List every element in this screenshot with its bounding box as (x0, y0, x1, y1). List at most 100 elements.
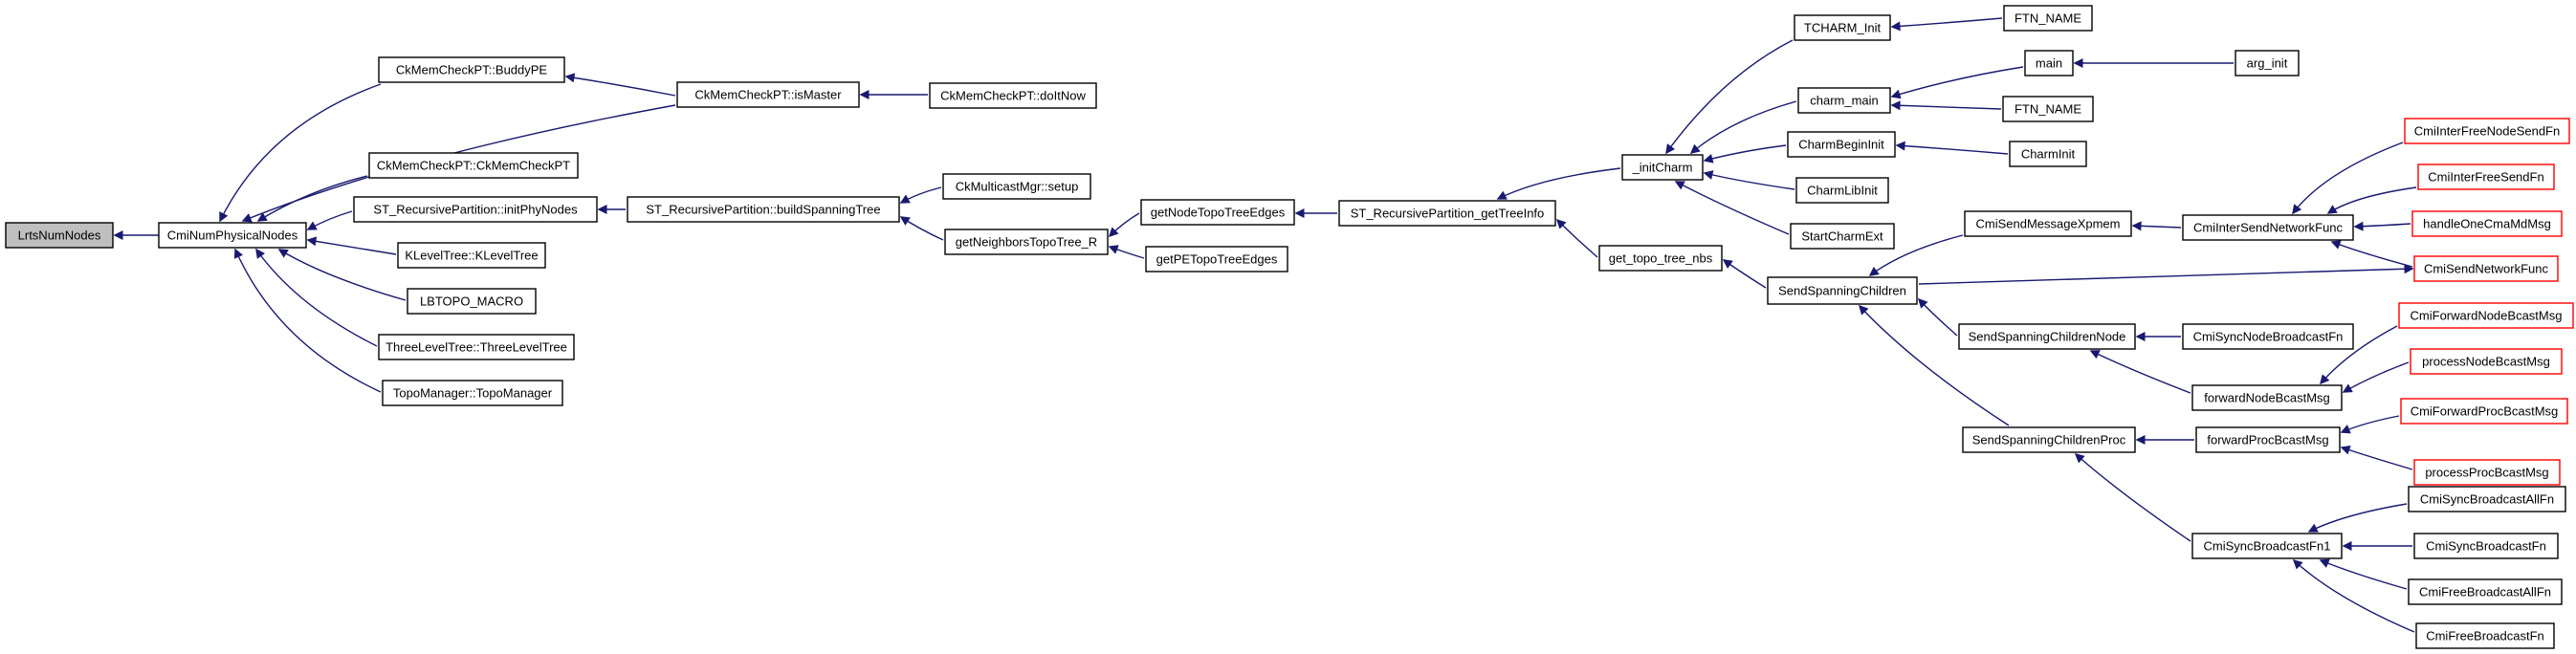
node-get-pe-topo-tree-edges[interactable]: getPETopoTreeEdges (1145, 246, 1288, 272)
node-cmi-send-message-xpmem[interactable]: CmiSendMessageXpmem (1964, 210, 2132, 237)
node-label: CmiFreeBroadcastFn (2426, 629, 2544, 643)
edge-get-neighbors-topo-tree-r-to-build-spanning-tree (899, 216, 944, 241)
node-tcharm-init[interactable]: TCHARM_Init (1794, 14, 1891, 41)
edge-charm-begin-init-to-init-charm (1703, 144, 1787, 164)
node-box (2191, 533, 2343, 559)
node-label: getNodeTopoTreeEdges (1151, 206, 1286, 220)
node-cmi-sync-broadcast-all-fn[interactable]: CmiSyncBroadcastAllFn (2408, 486, 2566, 512)
node-box (1767, 276, 1918, 305)
node-do-it-now[interactable]: CkMemCheckPT::doItNow (929, 82, 1097, 109)
node-ftn-name-2[interactable]: FTN_NAME (2002, 96, 2094, 122)
node-box (1140, 199, 1295, 226)
node-cmi-inter-free-send-fn[interactable]: CmiInterFreeSendFn (2417, 164, 2555, 190)
node-label: KLevelTree::KLevelTree (405, 249, 538, 263)
node-get-tree-info[interactable]: ST_RecursivePartition_getTreeInfo (1338, 200, 1556, 227)
edge-cmi-sync-broadcast-fn1-to-send-spanning-children-proc (2074, 453, 2191, 542)
node-box (158, 222, 307, 249)
edge-cmi-send-network-func-to-cmi-inter-send-network-func (2330, 240, 2413, 268)
node-get-node-topo-tree-edges[interactable]: getNodeTopoTreeEdges (1140, 199, 1295, 226)
node-box (1790, 223, 1895, 250)
node-label: FTN_NAME (2015, 11, 2081, 26)
node-label: ST_RecursivePartition::initPhyNodes (373, 203, 578, 217)
node-box (2410, 348, 2563, 375)
node-label: getNeighborsTopoTree_R (956, 235, 1097, 250)
node-label: arg_init (2247, 56, 2288, 71)
node-box (2408, 486, 2566, 512)
node-forward-node-bcast-msg[interactable]: forwardNodeBcastMsg (2191, 384, 2343, 411)
node-box (2182, 214, 2354, 241)
node-cmi-num-physical-nodes[interactable]: CmiNumPhysicalNodes (158, 222, 307, 249)
node-topo-manager[interactable]: TopoManager::TopoManager (382, 380, 563, 406)
edge-ck-mem-check-pt-to-cmi-num-physical-nodes (256, 175, 368, 222)
node-label: CmiSyncBroadcastAllFn (2420, 492, 2554, 507)
node-cmi-forward-node-bcast-msg[interactable]: CmiForwardNodeBcastMsg (2398, 302, 2574, 329)
node-init-phy-nodes[interactable]: ST_RecursivePartition::initPhyNodes (353, 196, 598, 223)
node-is-master[interactable]: CkMemCheckPT::isMaster (676, 81, 860, 108)
node-box (1794, 14, 1891, 41)
node-lrts-num-nodes[interactable]: LrtsNumNodes (5, 222, 114, 249)
node-process-node-bcast-msg[interactable]: processNodeBcastMsg (2410, 348, 2563, 375)
node-box (1958, 323, 2136, 350)
node-cmi-sync-broadcast-fn[interactable]: CmiSyncBroadcastFn (2413, 533, 2559, 559)
node-cmi-sync-node-broadcast-fn[interactable]: CmiSyncNodeBroadcastFn (2182, 323, 2354, 350)
node-charm-main[interactable]: charm_main (1797, 87, 1891, 114)
edge-cmi-inter-free-send-fn-to-cmi-inter-send-network-func (2326, 186, 2417, 214)
node-label: getPETopoTreeEdges (1156, 252, 1278, 267)
node-get-topo-tree-nbs[interactable]: get_topo_tree_nbs (1598, 245, 1723, 272)
node-cmi-inter-free-node-send-fn[interactable]: CmiInterFreeNodeSendFn (2404, 118, 2570, 144)
node-box (397, 242, 546, 269)
node-send-spanning-children[interactable]: SendSpanningChildren (1767, 276, 1918, 305)
node-send-spanning-children-node[interactable]: SendSpanningChildrenNode (1958, 323, 2136, 350)
node-send-spanning-children-proc[interactable]: SendSpanningChildrenProc (1962, 426, 2136, 453)
edge-ftn-name-2-to-charm-main (1890, 100, 2002, 111)
node-main[interactable]: main (2024, 50, 2074, 76)
node-label: forwardProcBcastMsg (2207, 433, 2328, 447)
node-label: LrtsNumNodes (18, 229, 101, 243)
node-cmi-send-network-func[interactable]: CmiSendNetworkFunc (2413, 255, 2559, 282)
node-label: StartCharmExt (1801, 229, 1883, 244)
node-ck-mem-check-pt[interactable]: CkMemCheckPT::CkMemCheckPT (368, 152, 579, 179)
node-start-charm-ext[interactable]: StartCharmExt (1790, 223, 1895, 250)
node-label: CmiInterFreeSendFn (2428, 170, 2543, 185)
node-ftn-name-1[interactable]: FTN_NAME (2003, 5, 2093, 32)
edge-ftn-name-1-to-tcharm-init (1890, 17, 2003, 32)
node-box (378, 334, 575, 360)
node-process-proc-bcast-msg[interactable]: processProcBcastMsg (2413, 459, 2561, 486)
node-cmi-free-broadcast-fn[interactable]: CmiFreeBroadcastFn (2415, 622, 2555, 649)
node-charm-lib-init[interactable]: CharmLibInit (1795, 177, 1889, 204)
node-box (2411, 210, 2563, 237)
node-forward-proc-bcast-msg[interactable]: forwardProcBcastMsg (2195, 426, 2341, 453)
node-box (1338, 200, 1556, 227)
node-cmi-inter-send-network-func[interactable]: CmiInterSendNetworkFunc (2182, 214, 2354, 241)
node-box (1598, 245, 1723, 272)
node-k-level-tree[interactable]: KLevelTree::KLevelTree (397, 242, 546, 269)
node-label: CmiSyncNodeBroadcastFn (2193, 330, 2344, 344)
node-arg-init[interactable]: arg_init (2235, 50, 2300, 76)
edge-cmi-inter-send-network-func-to-cmi-send-message-xpmem (2131, 221, 2182, 231)
node-cmi-forward-proc-bcast-msg[interactable]: CmiForwardProcBcastMsg (2400, 398, 2568, 425)
edge-get-node-topo-tree-edges-to-get-neighbors-topo-tree-r (1108, 212, 1140, 238)
node-handle-one-cma-md-msg[interactable]: handleOneCmaMdMsg (2411, 210, 2563, 237)
node-lbtopo-macro[interactable]: LBTOPO_MACRO (407, 288, 537, 315)
node-label: ThreeLevelTree::ThreeLevelTree (385, 340, 567, 355)
node-cmi-free-broadcast-all-fn[interactable]: CmiFreeBroadcastAllFn (2408, 578, 2563, 605)
edge-cmi-inter-free-node-send-fn-to-cmi-inter-send-network-func (2292, 142, 2404, 215)
node-cmi-sync-broadcast-fn1[interactable]: CmiSyncBroadcastFn1 (2191, 533, 2343, 559)
node-get-neighbors-topo-tree-r[interactable]: getNeighborsTopoTree_R (944, 229, 1109, 255)
edge-cmi-sync-broadcast-all-fn-to-cmi-sync-broadcast-fn1 (2307, 503, 2408, 533)
node-ck-multicast-mgr-setup[interactable]: CkMulticastMgr::setup (942, 173, 1091, 200)
edge-process-proc-bcast-msg-to-forward-proc-bcast-msg (2340, 445, 2413, 470)
node-three-level-tree[interactable]: ThreeLevelTree::ThreeLevelTree (378, 334, 575, 360)
node-box (5, 222, 114, 249)
node-init-charm[interactable]: _initCharm (1621, 154, 1704, 181)
node-box (2003, 5, 2093, 32)
node-charm-begin-init[interactable]: CharmBeginInit (1787, 131, 1896, 158)
edge-send-spanning-children-proc-to-send-spanning-children (1858, 304, 2010, 426)
edge-send-spanning-children-node-to-send-spanning-children (1917, 297, 1958, 337)
node-build-spanning-tree[interactable]: ST_RecursivePartition::buildSpanningTree (627, 196, 900, 223)
node-charm-init[interactable]: CharmInit (2009, 141, 2087, 167)
edge-cmi-forward-node-bcast-msg-to-forward-node-bcast-msg (2320, 325, 2398, 385)
node-buddy-pe[interactable]: CkMemCheckPT::BuddyPE (378, 56, 565, 83)
node-label: LBTOPO_MACRO (420, 294, 523, 309)
